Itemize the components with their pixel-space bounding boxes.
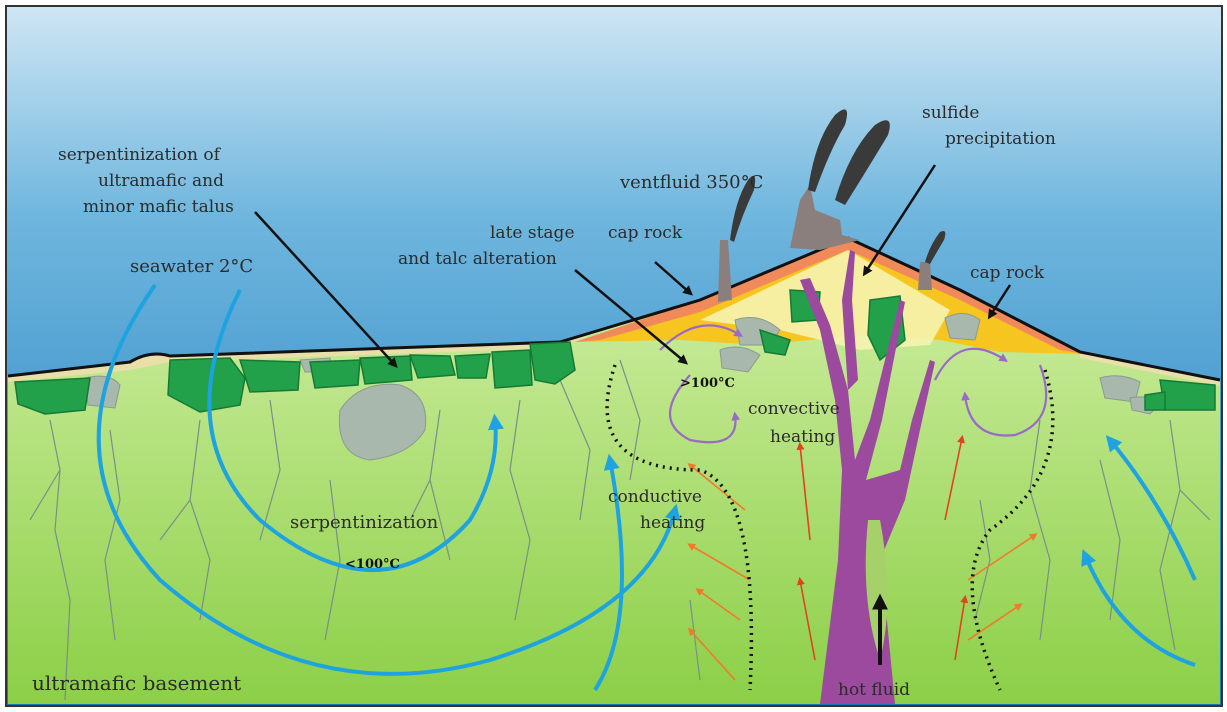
label-ultramafic-and: ultramafic and: [98, 171, 224, 191]
label-cap-rock-right: cap rock: [970, 263, 1045, 283]
label-conductive-heating: heating: [640, 513, 705, 533]
label-above-100c: >100°C: [680, 376, 735, 391]
label-ultramafic-basement: ultramafic basement: [32, 671, 241, 695]
label-hot-fluid: hot fluid: [838, 680, 910, 700]
label-below-100c: <100°C: [345, 557, 400, 572]
label-sulfide: sulfide: [922, 103, 979, 123]
label-conductive: conductive: [608, 487, 702, 507]
label-late-stage: late stage: [490, 223, 575, 243]
label-talc-alteration: and talc alteration: [398, 249, 557, 269]
label-convective-heating: heating: [770, 427, 835, 447]
label-seawater: seawater 2°C: [130, 256, 253, 277]
label-serpentinization: serpentinization: [290, 512, 439, 533]
label-cap-rock-left: cap rock: [608, 223, 683, 243]
label-precipitation: precipitation: [945, 129, 1056, 149]
label-minor-mafic-talus: minor mafic talus: [83, 197, 234, 217]
label-ventfluid: ventfluid 350°C: [619, 172, 763, 193]
label-serpentinization-of: serpentinization of: [58, 145, 222, 165]
label-convective: convective: [748, 399, 840, 419]
